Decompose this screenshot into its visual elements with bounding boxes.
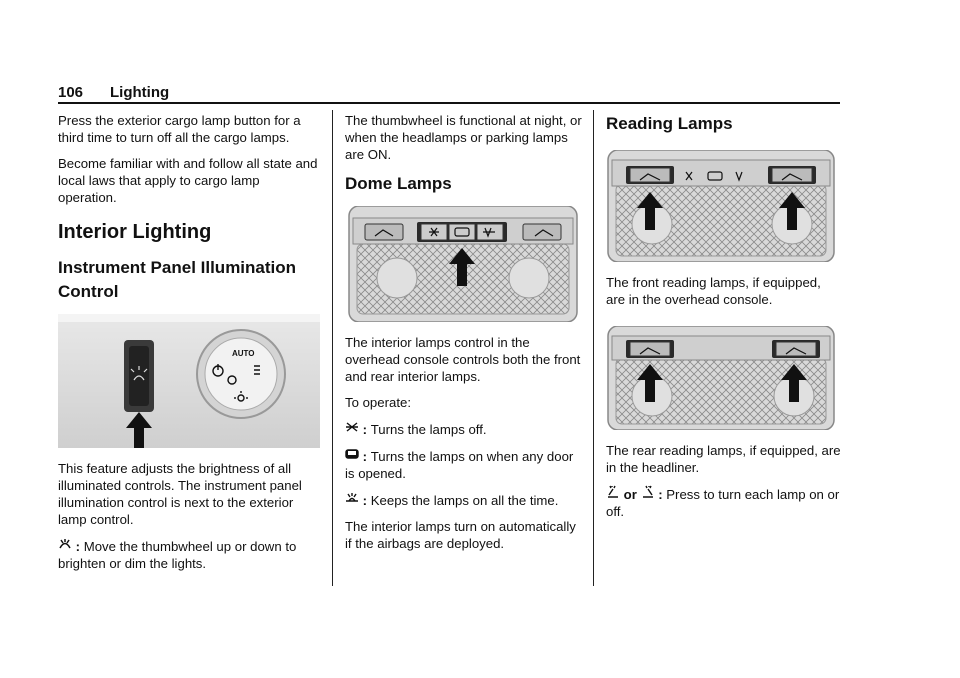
reading-lamp-right-icon <box>641 485 655 503</box>
dome-on-icon <box>345 491 359 509</box>
heading-instrument-panel-illumination: Instrument Panel Illumination Control <box>58 258 297 301</box>
front-right-reading-button <box>522 223 562 241</box>
paragraph-to-operate: To operate: <box>345 395 411 410</box>
page-number: 106 <box>58 84 84 101</box>
thumbwheel-icon <box>130 366 148 381</box>
paragraph-dome-door: : Turns the lamps on when any door is op… <box>345 447 574 481</box>
page-header: 106 Lighting <box>58 84 840 104</box>
paragraph-rear-reading: The rear reading lamps, if equipped, are… <box>606 443 841 475</box>
or-word: or <box>623 487 637 502</box>
figure-instrument-panel-control: AUTO <box>58 314 320 448</box>
heading-reading-lamps: Reading Lamps <box>606 114 733 133</box>
arrow-rear-right <box>781 364 807 402</box>
arrow-front-left <box>637 192 663 230</box>
paragraph-ipic-desc: This feature adjusts the brightness of a… <box>58 461 302 527</box>
paragraph-dome-on: : Keeps the lamps on all the time. <box>345 491 585 509</box>
paragraph-thumbwheel-functional: The thumbwheel is functional at night, o… <box>345 113 582 162</box>
paragraph-cargo-off: Press the exterior cargo lamp button for… <box>58 113 301 145</box>
column-divider-2 <box>593 110 594 586</box>
paragraph-dome-off: : Turns the lamps off. <box>345 420 585 438</box>
section-title: Lighting <box>110 84 170 101</box>
knob-auto-label: AUTO <box>232 349 255 358</box>
paragraph-front-reading: The front reading lamps, if equipped, ar… <box>606 275 821 307</box>
dome-door-button <box>448 223 476 241</box>
paragraph-reading-toggle: or : Press to turn each lamp on or off. <box>606 485 840 519</box>
heading-interior-lighting: Interior Lighting <box>58 221 212 243</box>
paragraph-laws: Become familiar with and follow all stat… <box>58 156 318 205</box>
figure-rear-reading-lamps <box>607 326 835 430</box>
column-divider-1 <box>332 110 333 586</box>
header-rule <box>58 102 840 104</box>
heading-dome-lamps: Dome Lamps <box>345 174 452 193</box>
arrow-dome-control <box>449 248 475 286</box>
figure-dome-lamp-console <box>348 206 578 322</box>
paragraph-dome-control: The interior lamps control in the overhe… <box>345 335 581 384</box>
arrow-front-right <box>779 192 805 230</box>
arrow-rear-left <box>637 364 663 402</box>
figure-front-reading-lamps <box>607 150 835 262</box>
column-1: Press the exterior cargo lamp button for… <box>58 112 320 581</box>
paragraph-airbags: The interior lamps turn on automatically… <box>345 519 576 551</box>
arrow-thumbwheel <box>126 412 152 448</box>
knob-icons <box>212 364 260 402</box>
column-3: Reading Lamps The front reading lamps, i… <box>606 112 842 529</box>
front-left-reading-button <box>364 223 404 241</box>
dome-off-icon <box>345 420 359 438</box>
paragraph-thumbwheel: : Move the thumbwheel up or down to brig… <box>58 537 297 571</box>
reading-lamp-left-icon <box>606 485 620 503</box>
column-2: The thumbwheel is functional at night, o… <box>345 112 585 561</box>
door-mode-icon <box>345 447 359 465</box>
thumbwheel-symbol-icon <box>58 537 72 555</box>
